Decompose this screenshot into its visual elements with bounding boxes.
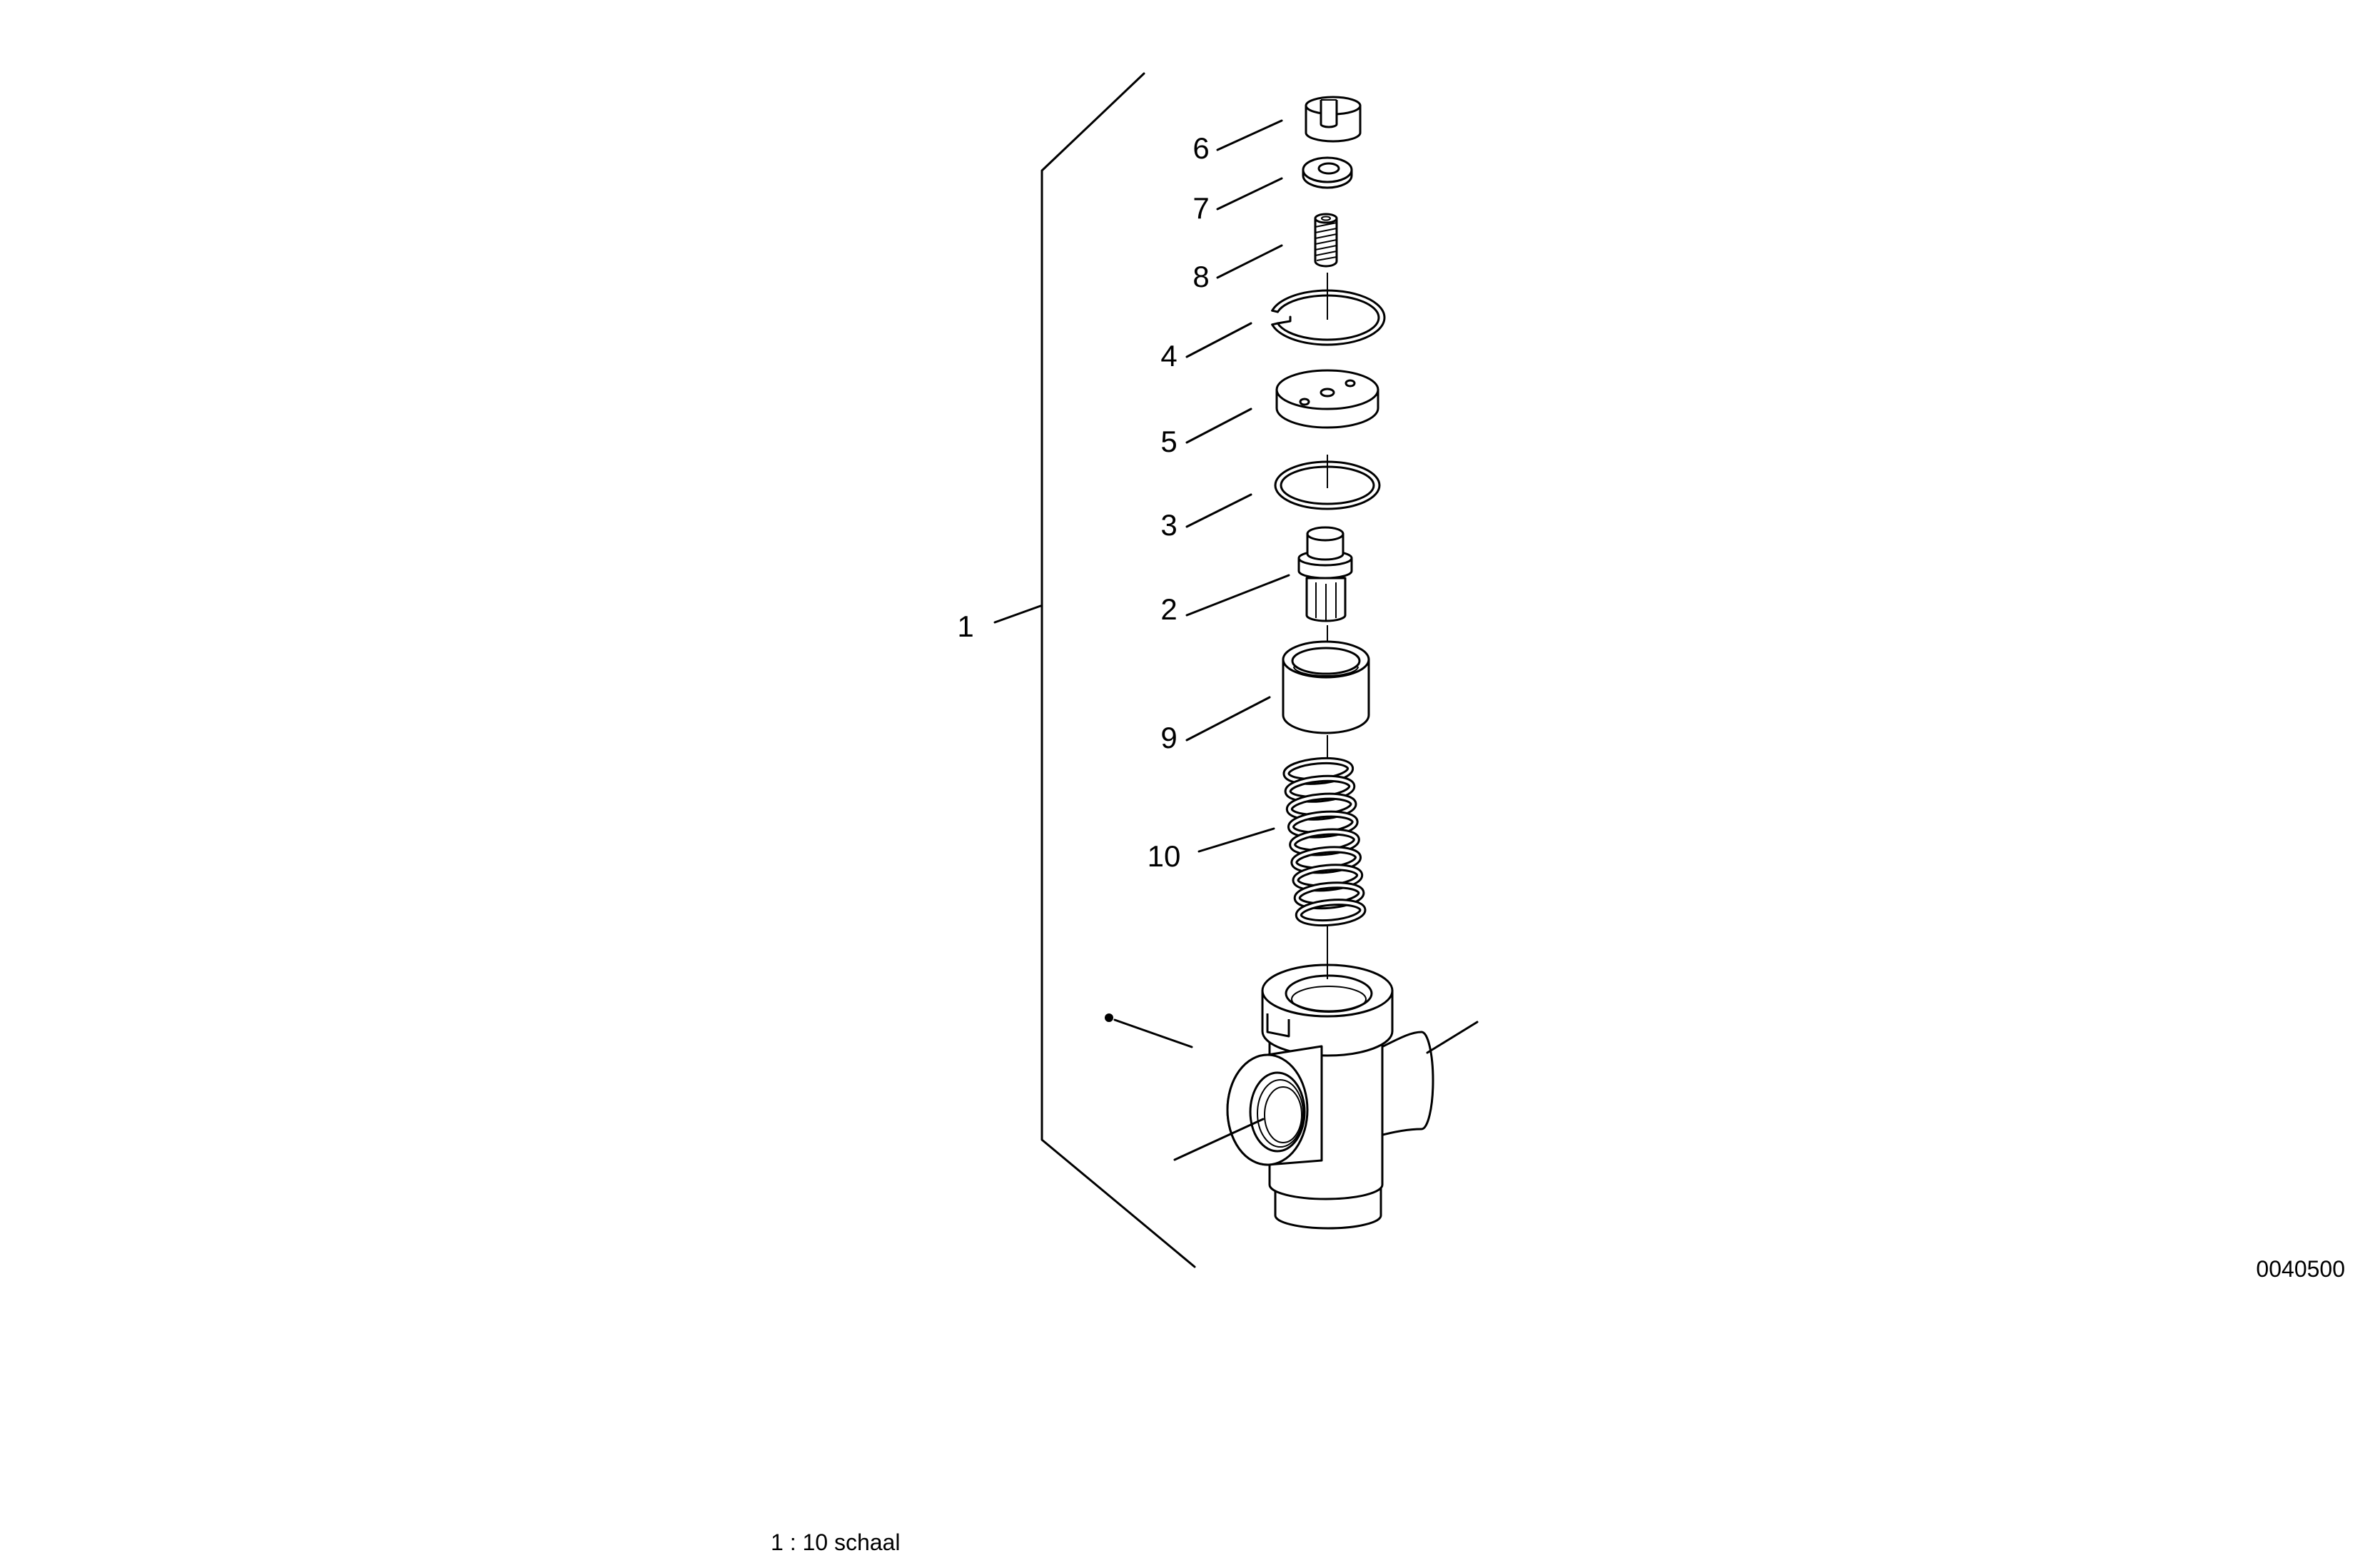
assembly-bracket [1040, 72, 1196, 1268]
valve-body-left-port-thread [1264, 1086, 1302, 1143]
valve-body [1226, 963, 1434, 1230]
leader-line-left-port [1173, 1118, 1265, 1161]
leader-line-9 [1185, 696, 1271, 742]
part-4-snap-ring [1271, 289, 1386, 346]
callout-10: 10 [1148, 839, 1181, 873]
valve-body-bore-thread [1291, 986, 1367, 1013]
callout-4: 4 [1160, 339, 1177, 373]
leader-line-right-port [1426, 1021, 1479, 1054]
body-reference-dot [1105, 1013, 1113, 1022]
part-9-sleeve [1282, 640, 1370, 734]
callout-5: 5 [1160, 425, 1177, 458]
valve-body-left-port-thread [1257, 1079, 1304, 1148]
spring-coil [1295, 899, 1367, 927]
leader-line-assembly [993, 605, 1042, 624]
leader-line-body [1113, 1018, 1193, 1048]
part-2-valve-stem [1297, 526, 1353, 622]
valve-body-left-port-hole [1249, 1071, 1306, 1153]
part-7-washer [1302, 156, 1353, 189]
callout-assembly: 1 [957, 609, 973, 643]
valve-body-collar-notch [1266, 1013, 1290, 1038]
callout-2: 2 [1160, 592, 1177, 626]
leader-line-5 [1185, 408, 1252, 444]
callout-9: 9 [1160, 721, 1177, 754]
scale-note: 1 : 10 schaal [771, 1529, 900, 1555]
valve-body-right-port [1376, 1031, 1434, 1138]
valve-body-bore [1285, 974, 1373, 1013]
callout-6: 6 [1192, 131, 1209, 165]
drawing-number: 0040500 [2256, 1256, 2345, 1282]
part-6-slotted-cap [1305, 96, 1362, 143]
leader-line-3 [1185, 493, 1252, 528]
leader-line-4 [1185, 322, 1252, 358]
callout-7: 7 [1192, 191, 1209, 225]
leader-line-7 [1216, 177, 1283, 211]
part-8-set-screw [1314, 213, 1338, 268]
leader-line-8 [1216, 244, 1283, 279]
leader-line-10 [1197, 827, 1275, 853]
leader-line-2 [1185, 574, 1290, 617]
part-5-valve-disc [1275, 369, 1379, 429]
callout-3: 3 [1160, 508, 1177, 542]
leader-line-6 [1216, 119, 1283, 151]
part-10-spring [1282, 757, 1367, 927]
callout-8: 8 [1192, 260, 1209, 293]
part-3-o-ring [1274, 460, 1381, 510]
